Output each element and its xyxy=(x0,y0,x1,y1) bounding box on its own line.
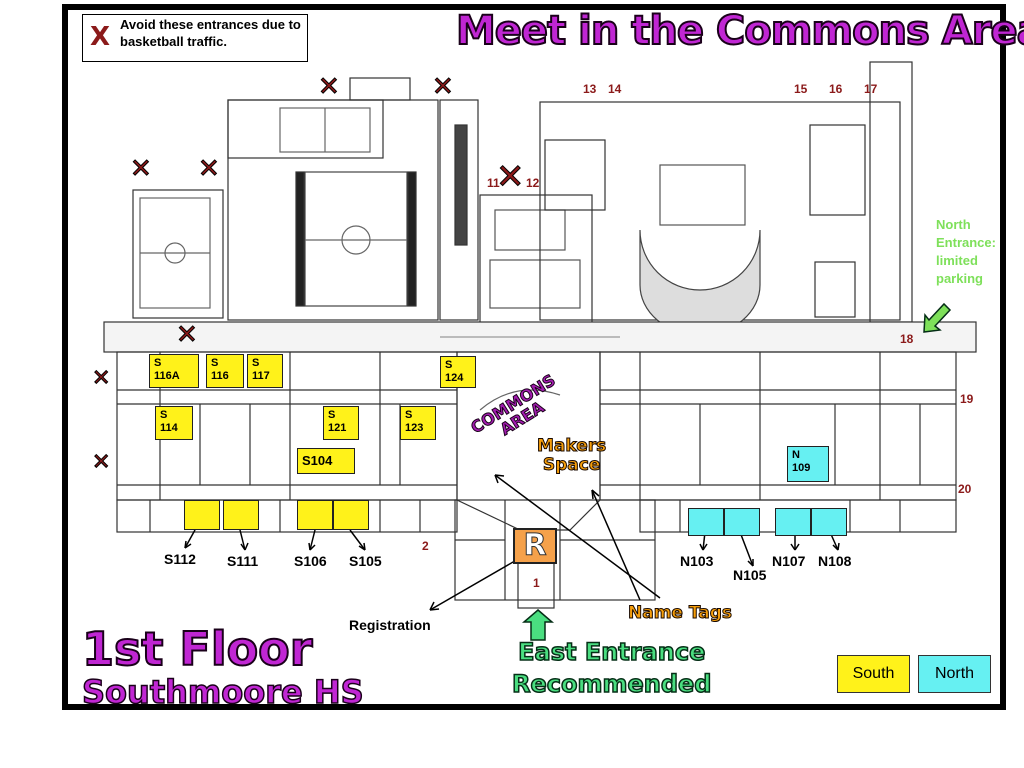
room-n109: N 109 xyxy=(787,446,829,482)
makers-space-label: Makers Space xyxy=(536,436,607,475)
x-mark-icon: ✕ xyxy=(176,320,199,350)
room-s116a: S 116A xyxy=(149,354,199,388)
name-tags-arrow-makers xyxy=(591,489,641,601)
room-n103 xyxy=(688,508,724,536)
registration-arrow xyxy=(429,557,521,611)
east-entrance-label: East Entrance Recommended xyxy=(511,637,712,699)
key-south: South xyxy=(837,655,910,693)
registration-marker: R xyxy=(513,528,557,564)
floor-plan-walls xyxy=(103,61,977,609)
entrance-number: 16 xyxy=(829,82,843,96)
room-s114: S 114 xyxy=(155,406,193,440)
room-n108 xyxy=(811,508,847,536)
room-s112 xyxy=(184,500,220,530)
x-mark-icon: ✕ xyxy=(130,154,153,184)
entrance-number: 20 xyxy=(958,482,972,496)
entrance-number: 17 xyxy=(864,82,878,96)
x-mark-icon: ✕ xyxy=(432,72,455,102)
room-label: S106 xyxy=(294,553,327,569)
entrance-number: 14 xyxy=(608,82,622,96)
room-label: N105 xyxy=(733,567,767,583)
floor-title: 1st Floor xyxy=(81,621,313,677)
registration-label: Registration xyxy=(349,617,431,633)
room-s123: S 123 xyxy=(400,406,436,440)
x-mark-icon: ✕ xyxy=(318,72,341,102)
entrance-number: 13 xyxy=(583,82,597,96)
room-label: N108 xyxy=(818,553,852,569)
room-s104: S104 xyxy=(297,448,355,474)
room-label: S111 xyxy=(227,553,259,569)
room-s117: S 117 xyxy=(247,354,283,388)
room-label: N107 xyxy=(772,553,806,569)
entrance-number: 11 xyxy=(487,176,500,190)
entrance-number: 19 xyxy=(960,392,974,406)
room-s124: S 124 xyxy=(440,356,476,388)
room-label: S112 xyxy=(164,551,196,567)
room-label: N103 xyxy=(680,553,714,569)
legend-text: Avoid these entrances due to basketball … xyxy=(120,17,301,49)
entrance-number: 18 xyxy=(900,332,914,346)
room-s105 xyxy=(333,500,369,530)
x-mark-icon: ✕ xyxy=(91,450,111,476)
name-tags-arrow-commons xyxy=(494,474,661,599)
name-tags-label: Name Tags xyxy=(627,603,733,623)
entrance-number: 1 xyxy=(533,576,540,590)
x-mark-icon: ✕ xyxy=(496,157,525,197)
entrance-number: 15 xyxy=(794,82,808,96)
x-mark-icon: ✕ xyxy=(198,154,221,184)
green-arrow-down-left-icon xyxy=(923,302,952,333)
room-s106 xyxy=(297,500,333,530)
legend-box xyxy=(82,14,308,62)
page-title: Meet in the Commons Area xyxy=(455,7,1024,55)
room-n107 xyxy=(775,508,811,536)
north-entrance-label: North Entrance: limited parking xyxy=(936,217,996,286)
school-name: Southmoore HS xyxy=(81,672,364,712)
x-mark-icon: X xyxy=(90,22,111,52)
key-north: North xyxy=(918,655,991,693)
room-s121: S 121 xyxy=(323,406,359,440)
entrance-number: 2 xyxy=(422,539,429,553)
pointer-arrows xyxy=(184,474,840,611)
room-label: S105 xyxy=(349,553,382,569)
x-mark-icon: ✕ xyxy=(91,366,111,392)
room-s111 xyxy=(223,500,259,530)
room-s116: S 116 xyxy=(206,354,244,388)
room-n105 xyxy=(724,508,760,536)
entrance-number: 12 xyxy=(526,176,540,190)
green-arrow-up-icon xyxy=(521,609,555,641)
